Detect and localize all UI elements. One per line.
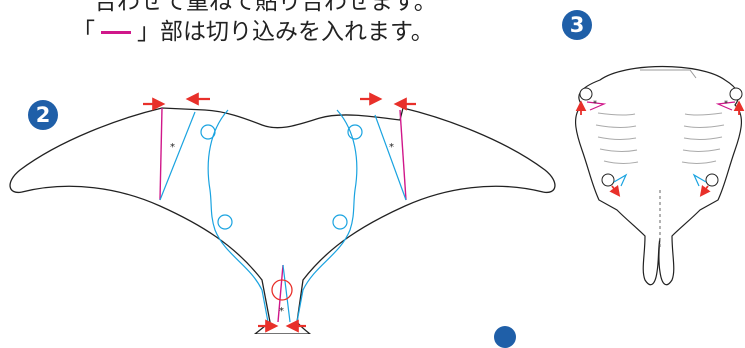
step-2-badge: 2 (28, 100, 58, 130)
instruction-text: 」部は切り込みを入れます。 (137, 19, 434, 45)
arrow-down-icon (699, 185, 711, 197)
step-2-number: 2 (35, 103, 51, 127)
fold-tab-4 (332, 214, 348, 230)
glue-mark-left: * (170, 142, 175, 153)
assembled-cut-bottom-left (613, 173, 628, 187)
assembled-glue-mark-left: * (593, 99, 597, 108)
cut-line-right (399, 109, 407, 201)
fold-line-left-notch (159, 111, 196, 201)
fold-line-bottom (282, 264, 291, 323)
bracket-open: 「 (72, 19, 95, 45)
template-outline (9, 107, 556, 334)
instruction-line-1: 合わせて重ねて貼り合わせます。 (94, 0, 437, 15)
assembled-fin-left (601, 173, 615, 187)
assembled-eye-right (729, 87, 743, 101)
fold-tab-3 (217, 214, 233, 230)
step-3-badge: 3 (562, 10, 592, 40)
fold-line-body (207, 109, 269, 323)
assembled-gill-lines (595, 112, 725, 164)
arrow-down-icon (609, 185, 621, 197)
assembled-glue-mark-right: * (724, 99, 728, 108)
cut-line-bottom (277, 264, 284, 323)
glue-mark-bottom: * (279, 306, 284, 317)
fold-tab-2 (347, 124, 363, 140)
step-3-number: 3 (569, 13, 585, 37)
assembled-cut-right (715, 101, 736, 111)
manta-template-step-2: * * * (9, 92, 556, 334)
manta-assembled-step-3: * * (575, 65, 745, 286)
fold-tab-1 (200, 124, 216, 140)
assembled-fin-right (705, 173, 719, 187)
assembled-cut-left (586, 101, 607, 111)
assembled-top-slot (640, 69, 697, 79)
cut-line-left (159, 107, 163, 201)
fold-line-right-notch (374, 114, 407, 201)
instruction-line-2: 「 」部は切り込みを入れます。 (72, 18, 434, 46)
assembled-eye-left (579, 87, 593, 101)
fold-line-body-right (296, 109, 358, 323)
diagram-canvas: * * * (9, 65, 745, 334)
assembled-cut-bottom-right (692, 173, 707, 187)
circle-marker-icon (271, 279, 293, 301)
glue-mark-right: * (389, 142, 394, 153)
cut-line-legend-icon (101, 31, 131, 34)
